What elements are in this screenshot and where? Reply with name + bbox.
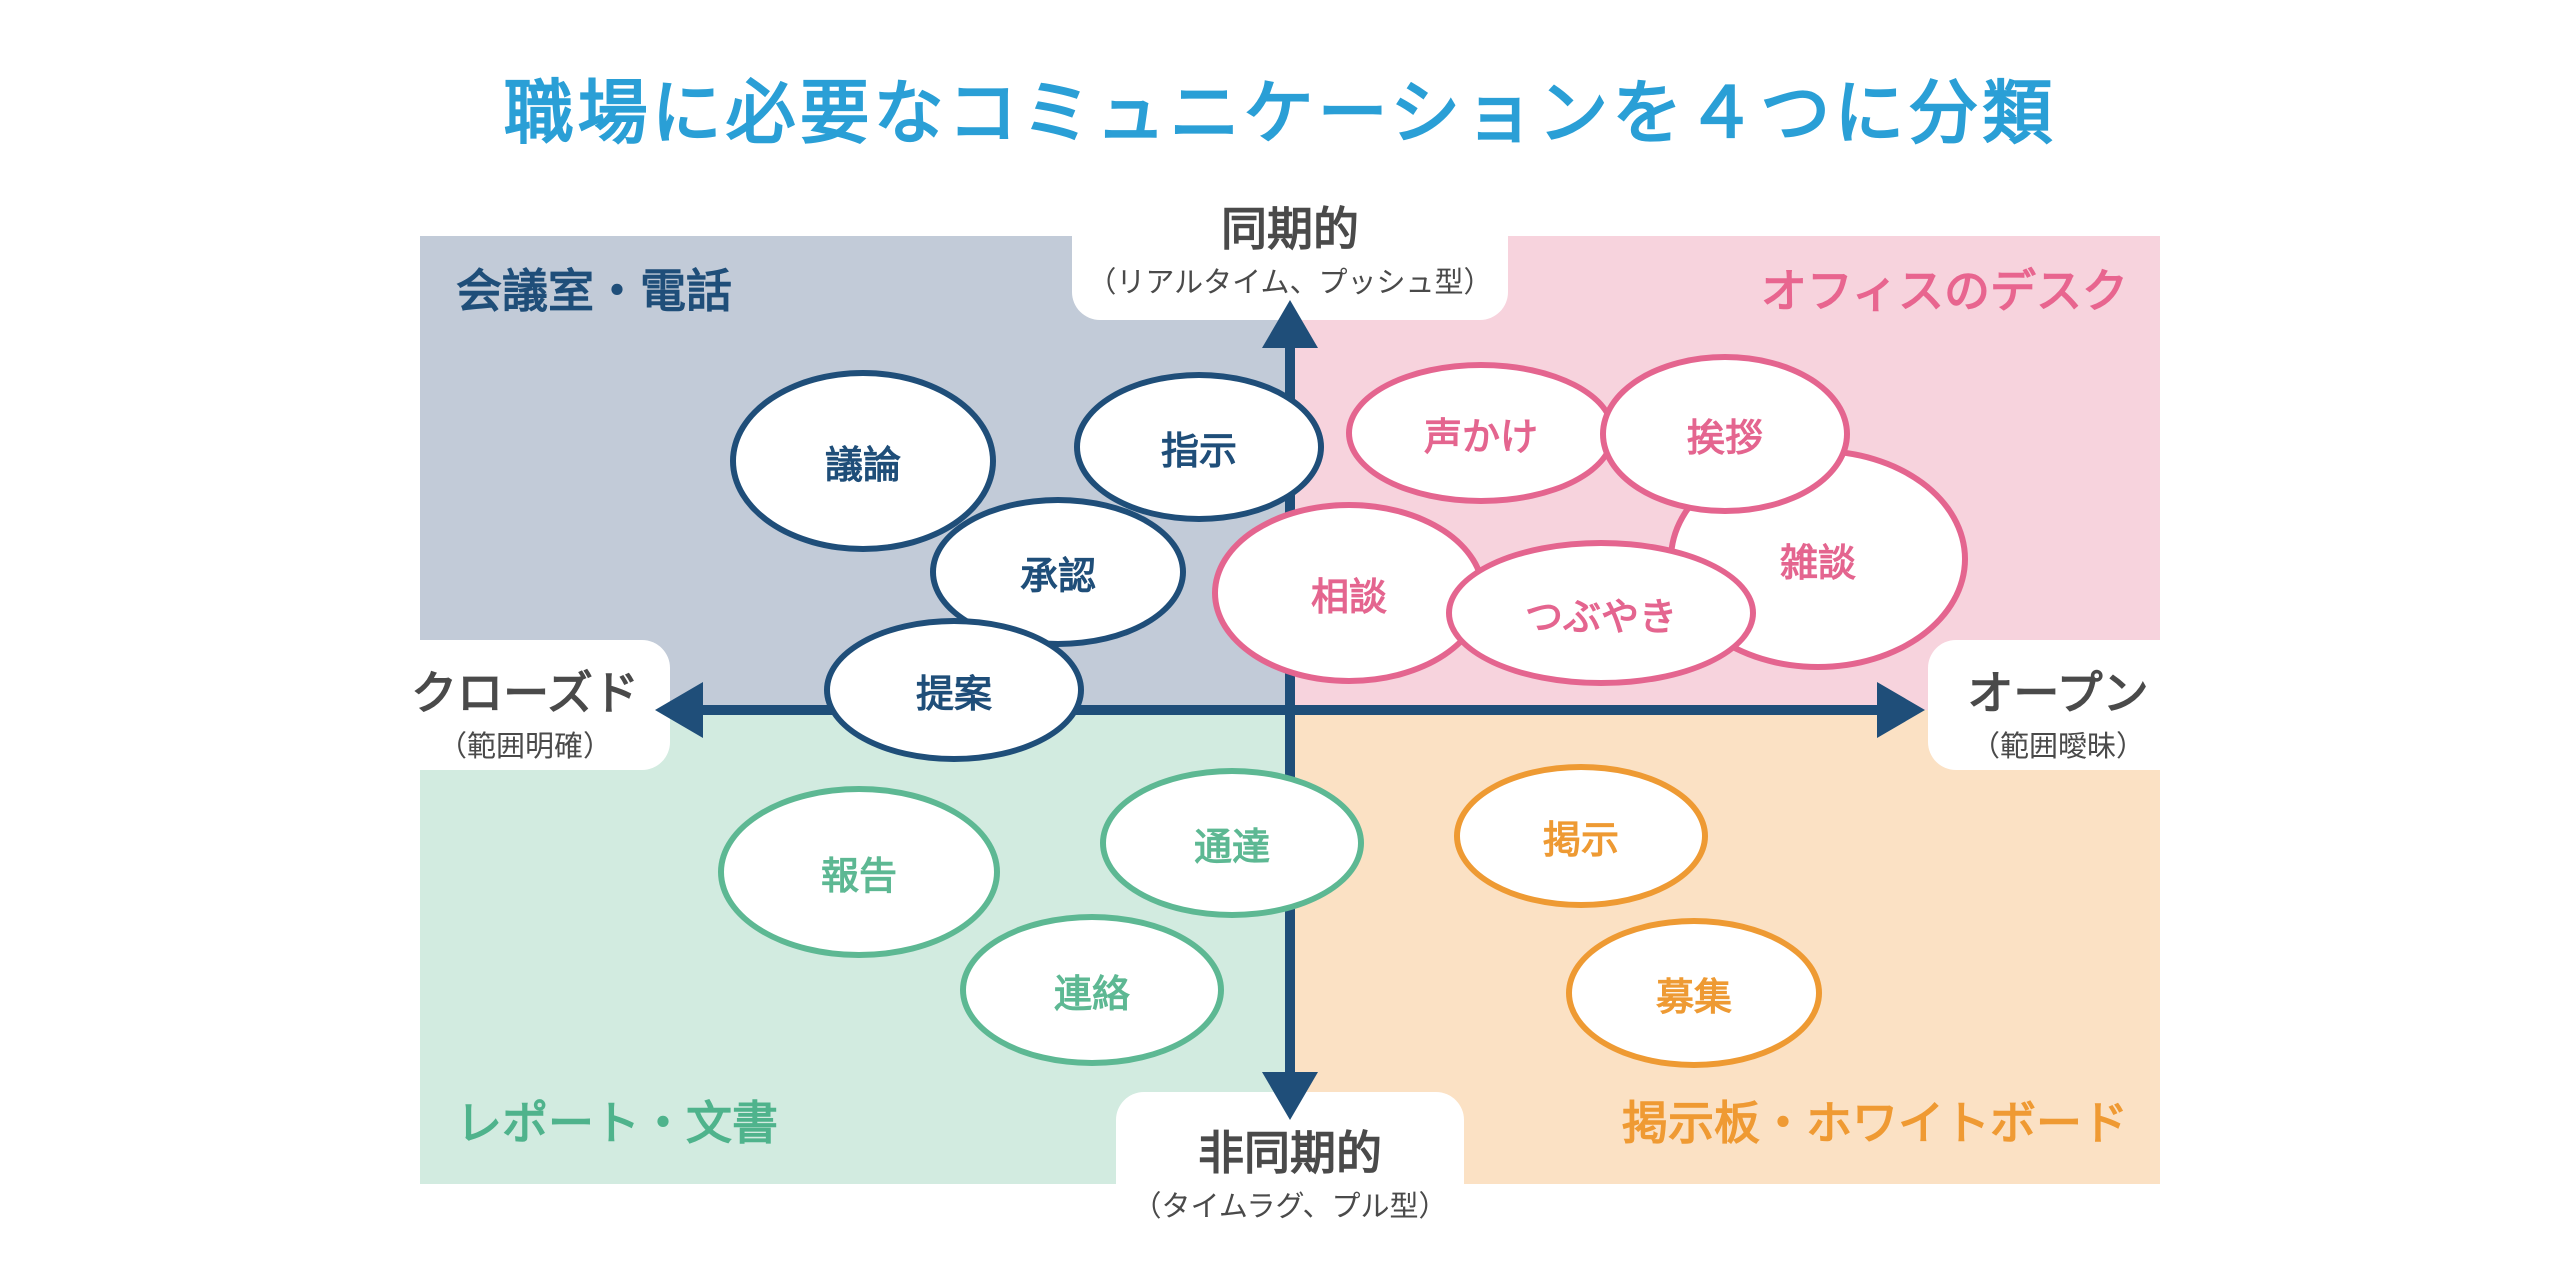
bubble-discussion: 議論	[730, 370, 996, 552]
arrow-left-icon	[655, 682, 703, 738]
arrow-right-icon	[1877, 682, 1925, 738]
quadrant-label-meeting-room: 会議室・電話	[456, 264, 732, 318]
bubble-murmur: つぶやき	[1446, 540, 1756, 686]
bubble-notice: 通達	[1100, 768, 1364, 918]
axis-label-top: 同期的 （リアルタイム、プッシュ型）	[1072, 192, 1508, 320]
bubble-contact: 連絡	[960, 914, 1224, 1066]
bubble-greeting: 挨拶	[1600, 354, 1850, 514]
axis-left-title: クローズド	[411, 666, 639, 720]
axis-top-title: 同期的	[1221, 202, 1359, 256]
bubble-instruction: 指示	[1074, 372, 1324, 522]
bubble-consultation: 相談	[1212, 502, 1486, 684]
bubble-proposal: 提案	[824, 618, 1084, 762]
bubble-report: 報告	[718, 786, 1000, 958]
bubble-posting: 掲示	[1454, 764, 1708, 908]
axis-bottom-title: 非同期的	[1198, 1126, 1382, 1180]
bubble-recruitment: 募集	[1566, 918, 1822, 1068]
quadrant-label-office-desk: オフィスのデスク	[1760, 264, 2128, 318]
quadrant-label-bulletin-board: 掲示板・ホワイトボード	[1622, 1096, 2128, 1150]
axis-bottom-subtitle: （タイムラグ、プル型）	[1132, 1189, 1448, 1223]
arrow-up-icon	[1262, 300, 1318, 348]
quadrant-label-report: レポート・文書	[456, 1096, 778, 1150]
bubble-call-out: 声かけ	[1346, 362, 1616, 504]
arrow-down-icon	[1262, 1072, 1318, 1120]
axis-right-subtitle: （範囲曖昧）	[1970, 729, 2145, 763]
page-title: 職場に必要なコミュニケーションを４つに分類	[503, 72, 2057, 154]
axis-label-left: クローズド （範囲明確）	[380, 640, 670, 770]
axis-label-right: オープン （範囲曖昧）	[1928, 640, 2188, 770]
axis-right-title: オープン	[1967, 666, 2149, 720]
axis-top-subtitle: （リアルタイム、プッシュ型）	[1087, 265, 1493, 299]
axis-left-subtitle: （範囲明確）	[437, 729, 612, 763]
